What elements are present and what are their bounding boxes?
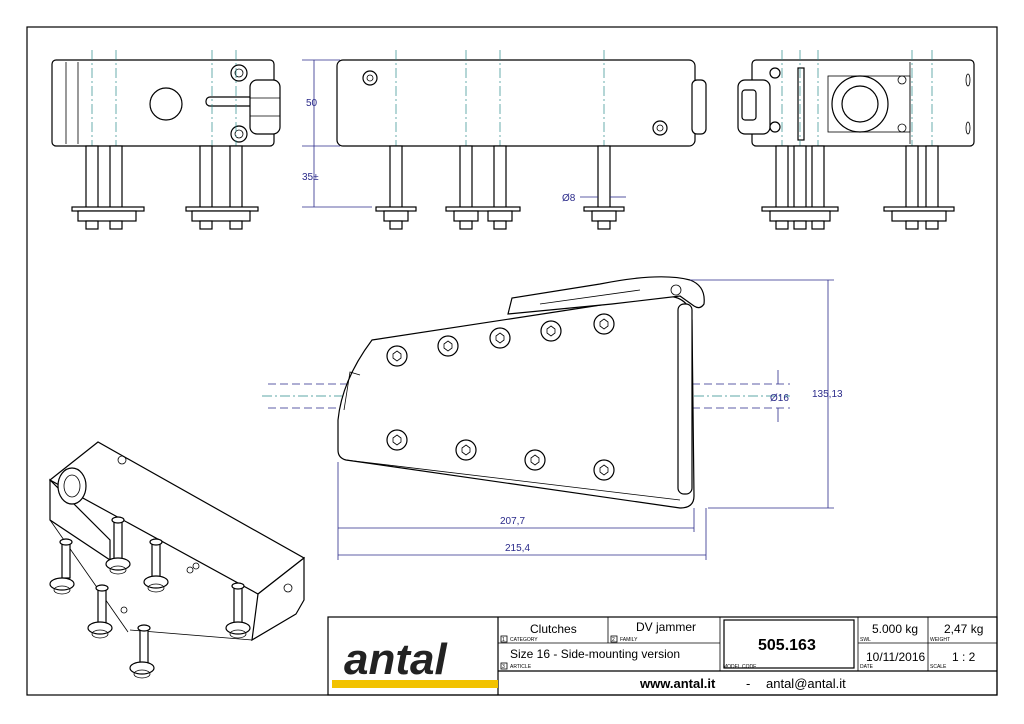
dim-label-35: 35±: [302, 172, 319, 183]
screw-heads: [386, 313, 615, 481]
model-code-label: MODEL CODE: [723, 664, 757, 670]
svg-text:3: 3: [502, 664, 505, 670]
article-value: Size 16 - Side-mounting version: [510, 647, 680, 661]
studs-end-right: [761, 145, 955, 230]
swl-label: SWL: [860, 637, 871, 643]
logo-text: antal: [344, 635, 447, 684]
svg-text:2: 2: [612, 637, 615, 643]
family-label: FAMILY: [620, 637, 638, 643]
category-label: CATEGORY: [510, 637, 538, 643]
dimension-rope-diameter: Ø16: [770, 370, 789, 422]
dim-label-50: 50: [306, 98, 318, 109]
view-isometric: [48, 441, 306, 679]
model-code-value: 505.163: [758, 637, 816, 654]
contact-separator: -: [746, 676, 750, 691]
dimension-height-top: 50 35±: [302, 59, 372, 208]
dim-label-135: 135,13: [812, 389, 843, 400]
swl-value: 5.000 kg: [872, 622, 918, 636]
dimension-height-side: 135,13: [690, 279, 843, 509]
scale-label: SCALE: [930, 664, 947, 670]
scale-value: 1 : 2: [952, 650, 976, 664]
dim-label-d8: Ø8: [562, 193, 576, 204]
antal-logo: antal: [332, 635, 498, 688]
weight-label: WEIGHT: [930, 637, 950, 643]
dimension-stud-diameter: Ø8: [562, 193, 626, 204]
view-side-center: [336, 50, 707, 230]
email-link[interactable]: antal@antal.it: [766, 676, 846, 691]
date-label: DATE: [860, 664, 874, 670]
weight-value: 2,47 kg: [944, 622, 983, 636]
dim-label-207: 207,7: [500, 516, 525, 527]
logo-stripe: [332, 680, 498, 688]
svg-text:1: 1: [502, 637, 505, 643]
studs-side-center: [375, 145, 625, 230]
dim-label-d16: Ø16: [770, 393, 789, 404]
view-main-profile: [262, 276, 790, 509]
date-value: 10/11/2016: [866, 650, 925, 664]
dim-label-215: 215,4: [505, 543, 530, 554]
dimension-length-inner: 207,7: [337, 462, 707, 560]
studs-end-left: [71, 145, 259, 230]
website-link[interactable]: www.antal.it: [639, 676, 716, 691]
view-end-left: [51, 50, 281, 230]
iso-studs: [49, 516, 251, 679]
family-value: DV jammer: [636, 620, 696, 634]
article-label: ARTICLE: [510, 664, 532, 670]
category-value: Clutches: [530, 622, 577, 636]
dimension-length-outer: 215,4: [338, 543, 706, 556]
title-block: antal Clutches 1 CATEGORY DV jammer 2 FA…: [327, 616, 998, 696]
